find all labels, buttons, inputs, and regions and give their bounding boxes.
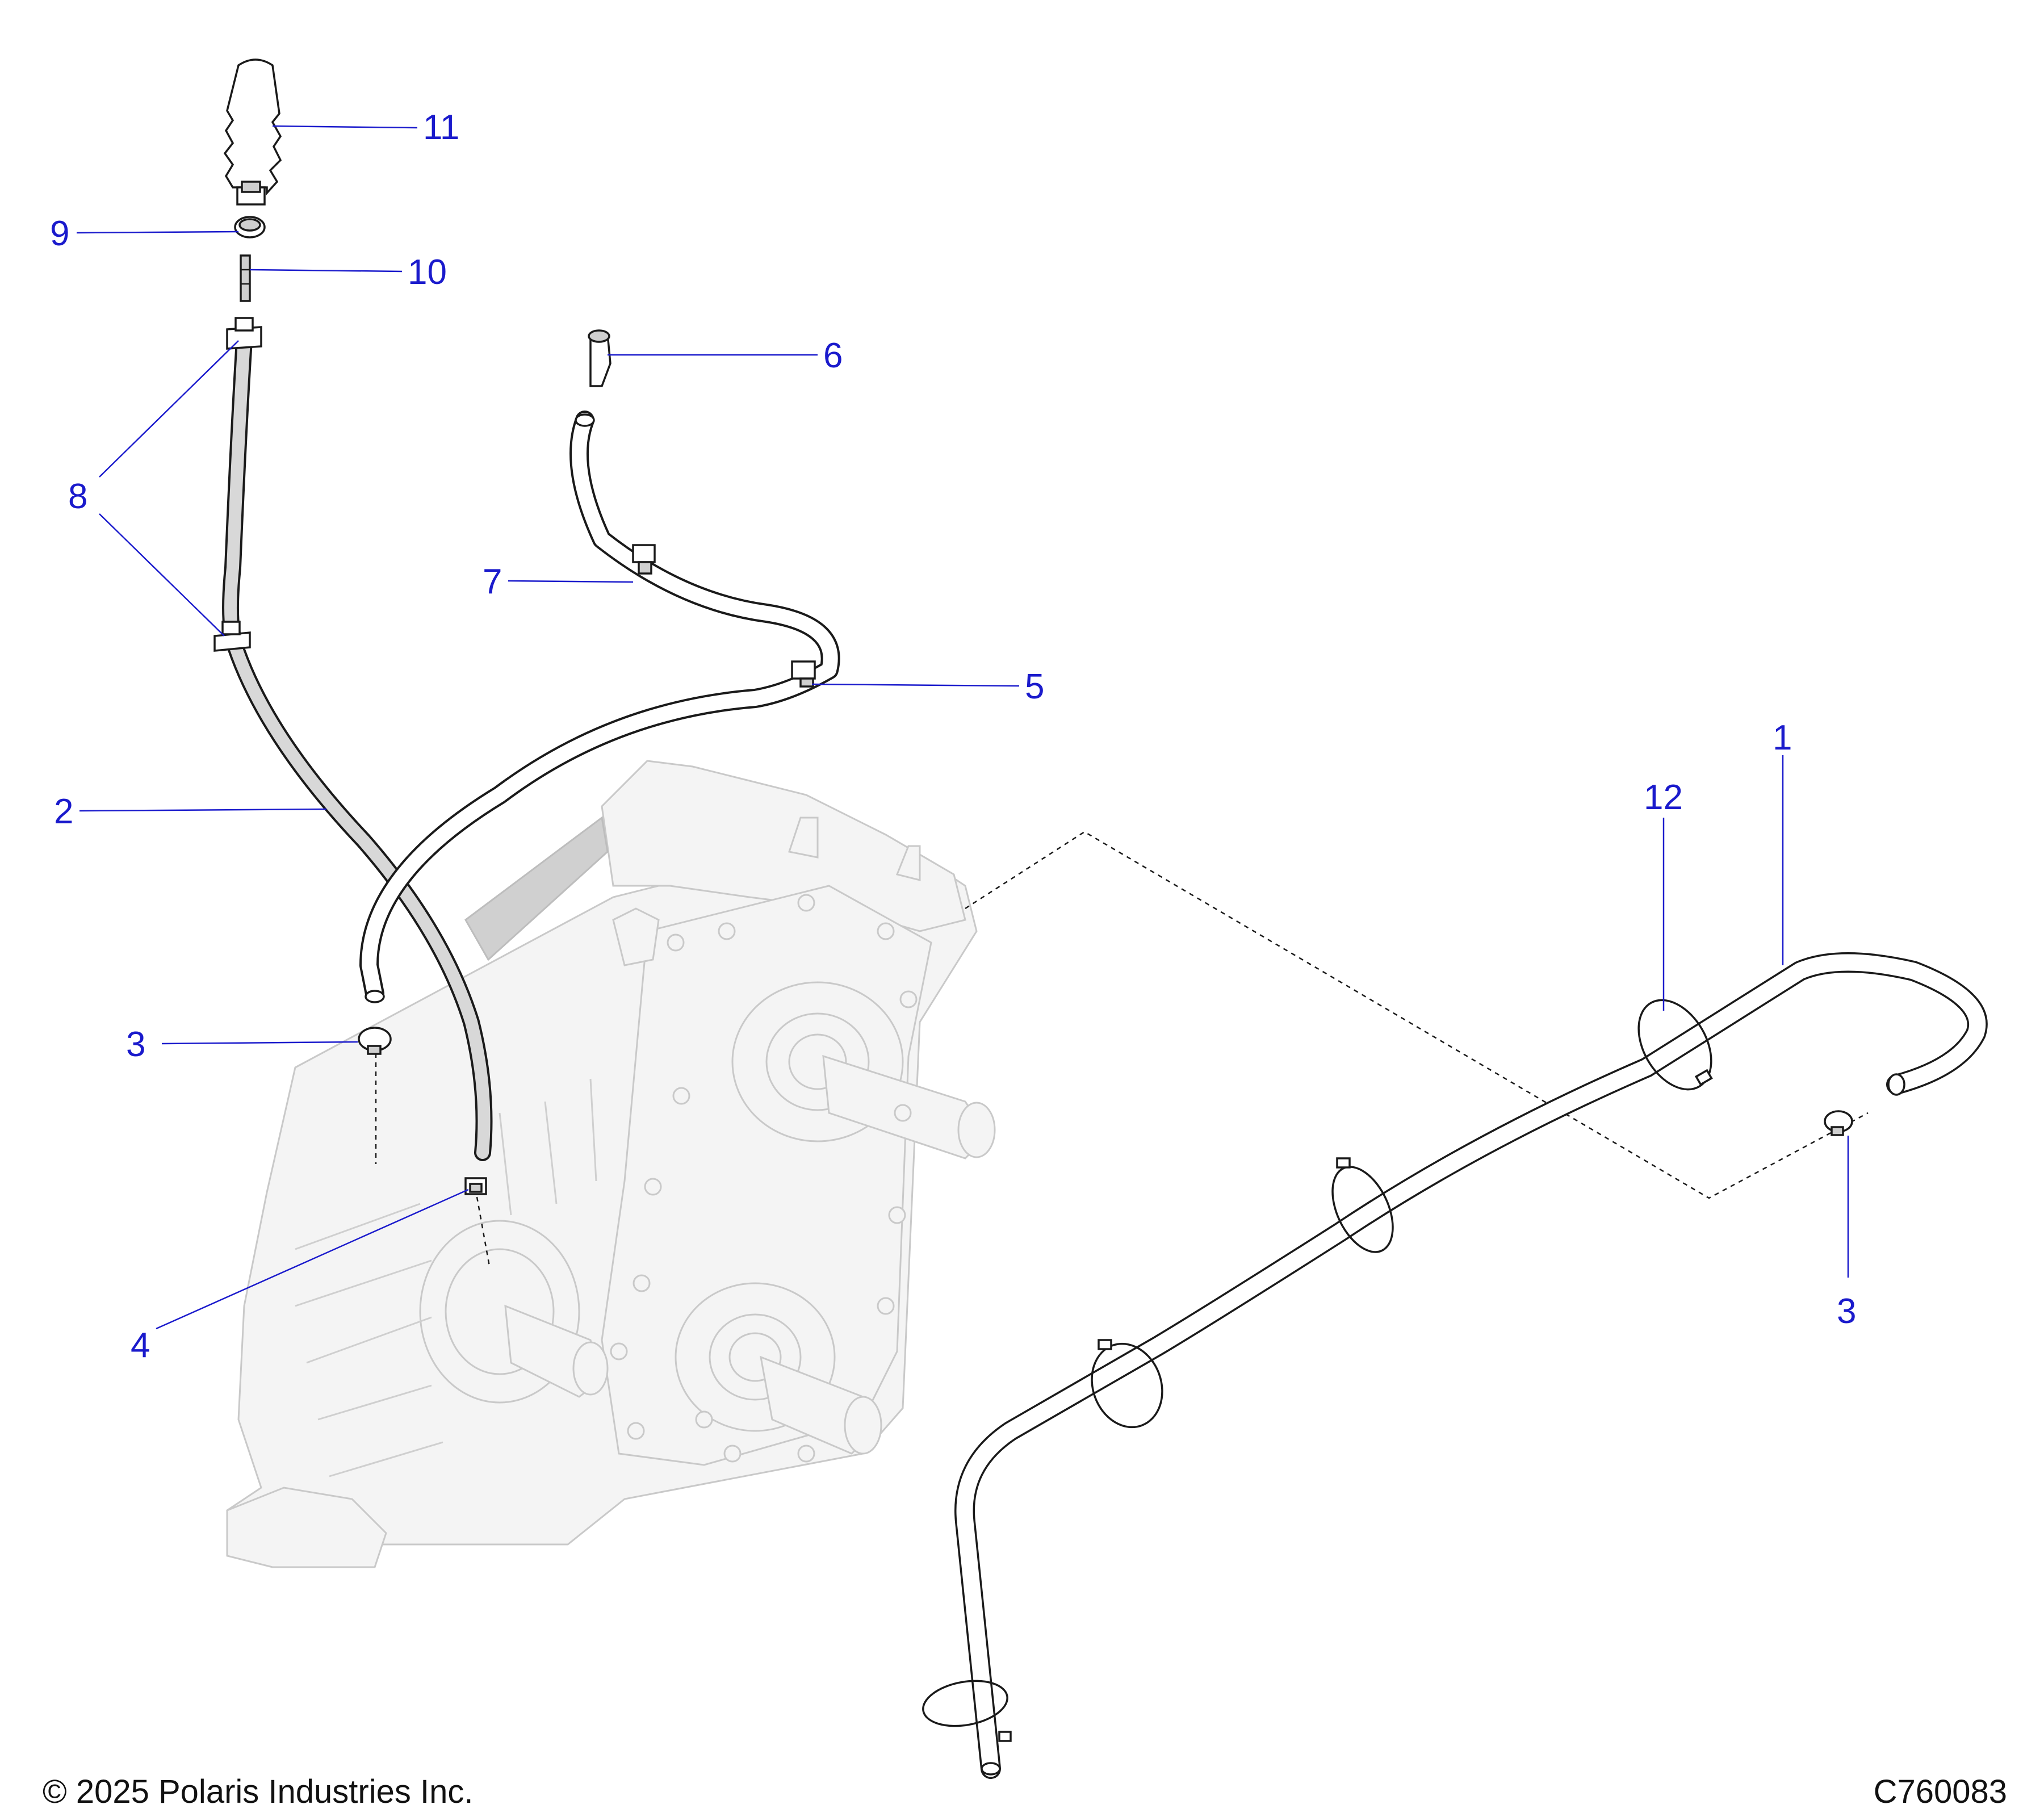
- leader-2: [79, 808, 327, 812]
- copyright-text: © 2025 Polaris Industries Inc.: [43, 1773, 473, 1810]
- diagram-code: C760083: [1874, 1773, 2007, 1810]
- leader-8a: [99, 340, 239, 478]
- leader-10: [249, 269, 403, 273]
- leader-8b: [99, 513, 225, 637]
- routing-dashed-line: [965, 831, 1869, 1199]
- callout-12: 12: [1644, 778, 1683, 817]
- housing-bolts: [610, 894, 918, 1463]
- leader-9: [76, 231, 239, 234]
- leader-lines: [76, 125, 1849, 1330]
- callouts: 1 2 3 3 4 5 6 7 8 9 10 11 12: [50, 108, 1856, 1365]
- leader-11: [272, 125, 418, 129]
- callout-4: 4: [131, 1326, 150, 1365]
- callout-3-right: 3: [1837, 1292, 1856, 1331]
- hose-clamp-4: [464, 1177, 491, 1267]
- callout-2: 2: [54, 792, 73, 831]
- callout-5: 5: [1025, 667, 1044, 706]
- leader-5: [811, 683, 1020, 687]
- clips-8: [213, 317, 262, 652]
- breather-hose-2: [222, 332, 493, 1161]
- callout-1: 1: [1773, 718, 1792, 757]
- fitting-10: [240, 254, 251, 302]
- callout-10-num: 10: [408, 253, 447, 292]
- cable-ties-12: [922, 999, 1713, 1742]
- vent-tube-5: [359, 411, 840, 1003]
- callout-6-num: 6: [823, 336, 843, 375]
- breather-cap-11: [223, 58, 282, 206]
- leader-3a: [161, 1041, 358, 1045]
- hose-clamp-3-right: [1824, 1110, 1853, 1136]
- callout-8-num: 8: [68, 477, 87, 516]
- transmission-housing-ghost: [226, 760, 996, 1568]
- leader-4: [156, 1188, 469, 1330]
- clamp-9: [234, 216, 266, 238]
- callout-11-num: 11: [423, 108, 459, 147]
- callout-9-num: 9: [50, 214, 69, 253]
- elbow-fitting-6: [588, 329, 611, 387]
- callout-7: 7: [483, 562, 502, 601]
- hose-clamp-3-left: [358, 1027, 392, 1164]
- vent-tube-1: [954, 952, 1988, 1779]
- callout-3-left: 3: [126, 1025, 145, 1064]
- leader-7: [508, 580, 634, 583]
